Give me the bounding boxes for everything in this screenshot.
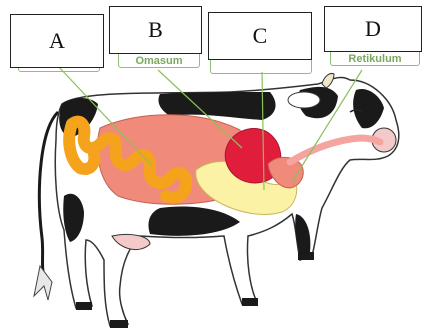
hoof-1	[76, 302, 92, 310]
hoof-3	[242, 298, 258, 306]
cow-ear	[288, 92, 320, 108]
hoof-4	[298, 252, 314, 260]
cow-tail	[39, 112, 58, 282]
label-d-text: D	[365, 16, 381, 42]
label-box-a: A	[10, 14, 104, 68]
label-a-text: A	[49, 28, 65, 54]
label-b-text: B	[148, 17, 163, 43]
label-box-c: C	[208, 12, 312, 60]
label-c-text: C	[253, 23, 268, 49]
label-box-b: B	[109, 6, 202, 54]
label-box-d: D	[324, 6, 422, 52]
cow-tail-tuft	[34, 266, 52, 300]
hoof-2	[110, 320, 128, 328]
